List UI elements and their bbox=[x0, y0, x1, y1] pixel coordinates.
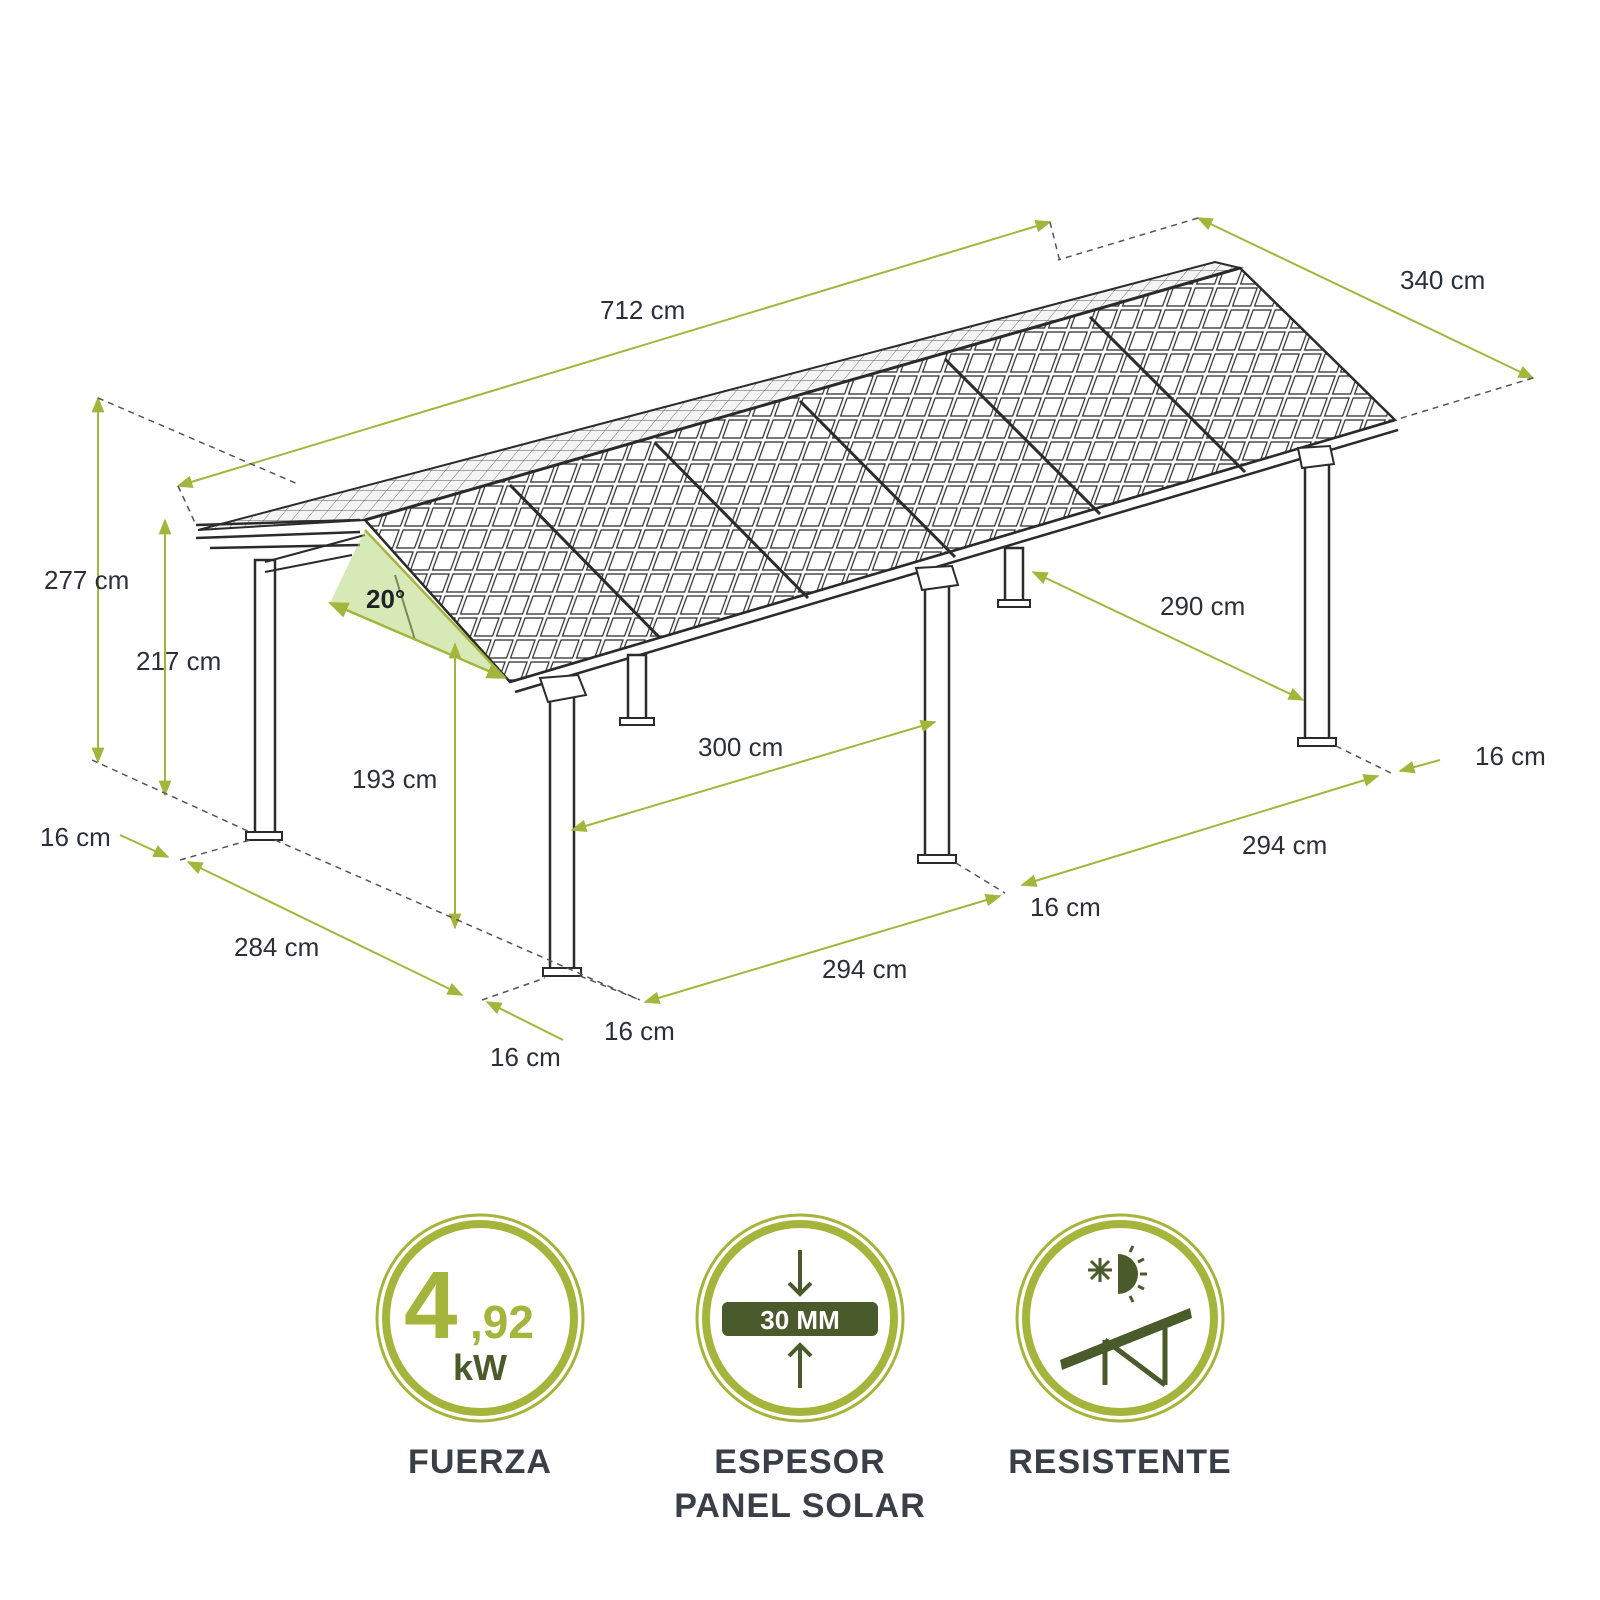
extension-lines bbox=[91, 217, 1534, 1001]
post-back-mid bbox=[626, 653, 648, 722]
resistant-badge bbox=[1015, 1213, 1225, 1423]
dim-height-front: 217 cm bbox=[136, 646, 221, 676]
dim-span-back-right: 294 cm bbox=[1242, 830, 1327, 860]
dim-post-front-mid: 16 cm bbox=[604, 1016, 675, 1046]
power-icon: 4 bbox=[404, 1252, 457, 1359]
roof-angle-label: 20° bbox=[366, 584, 405, 614]
thickness-label-line1: ESPESOR bbox=[714, 1443, 886, 1481]
post-front-mid bbox=[923, 578, 951, 860]
power-label: FUERZA bbox=[408, 1443, 552, 1481]
dim-post-left: 16 cm bbox=[40, 822, 111, 852]
thickness-icon bbox=[787, 1250, 813, 1388]
dimension-lines bbox=[91, 217, 1535, 1041]
dim-depth-top: 340 cm bbox=[1400, 265, 1485, 295]
thickness-badge: 30 MM bbox=[695, 1213, 905, 1423]
rear-gutter bbox=[195, 518, 361, 550]
dim-post-back-mid: 16 cm bbox=[1030, 892, 1101, 922]
weather-resistant-icon bbox=[1060, 1245, 1192, 1387]
dim-depth-left: 284 cm bbox=[234, 932, 319, 962]
roof-angle-indicator bbox=[328, 529, 507, 680]
power-decimal: ,92 bbox=[470, 1296, 534, 1348]
post-brackets bbox=[538, 444, 1336, 704]
thickness-value: 30 MM bbox=[760, 1305, 839, 1335]
dim-clearance: 193 cm bbox=[352, 764, 437, 794]
dim-inner-span-mid: 300 cm bbox=[698, 732, 783, 762]
post-front-right bbox=[1303, 453, 1331, 742]
post-back-left bbox=[253, 558, 277, 837]
post-back-right bbox=[1003, 546, 1025, 605]
front-gutter bbox=[509, 418, 1399, 694]
post-front-left bbox=[548, 688, 576, 972]
resistant-label: RESISTENTE bbox=[1008, 1443, 1232, 1481]
dim-post-right-end: 16 cm bbox=[1475, 741, 1546, 771]
dim-post-front-left: 16 cm bbox=[490, 1042, 561, 1072]
thickness-label-line2: PANEL SOLAR bbox=[674, 1487, 926, 1525]
dim-length-top: 712 cm bbox=[600, 295, 685, 325]
power-badge: 4 ,92 kW bbox=[375, 1213, 585, 1423]
power-unit: kW bbox=[453, 1347, 507, 1388]
dim-height-total: 277 cm bbox=[44, 565, 129, 595]
dim-span-front: 294 cm bbox=[822, 954, 907, 984]
dim-inner-depth-right: 290 cm bbox=[1160, 591, 1245, 621]
